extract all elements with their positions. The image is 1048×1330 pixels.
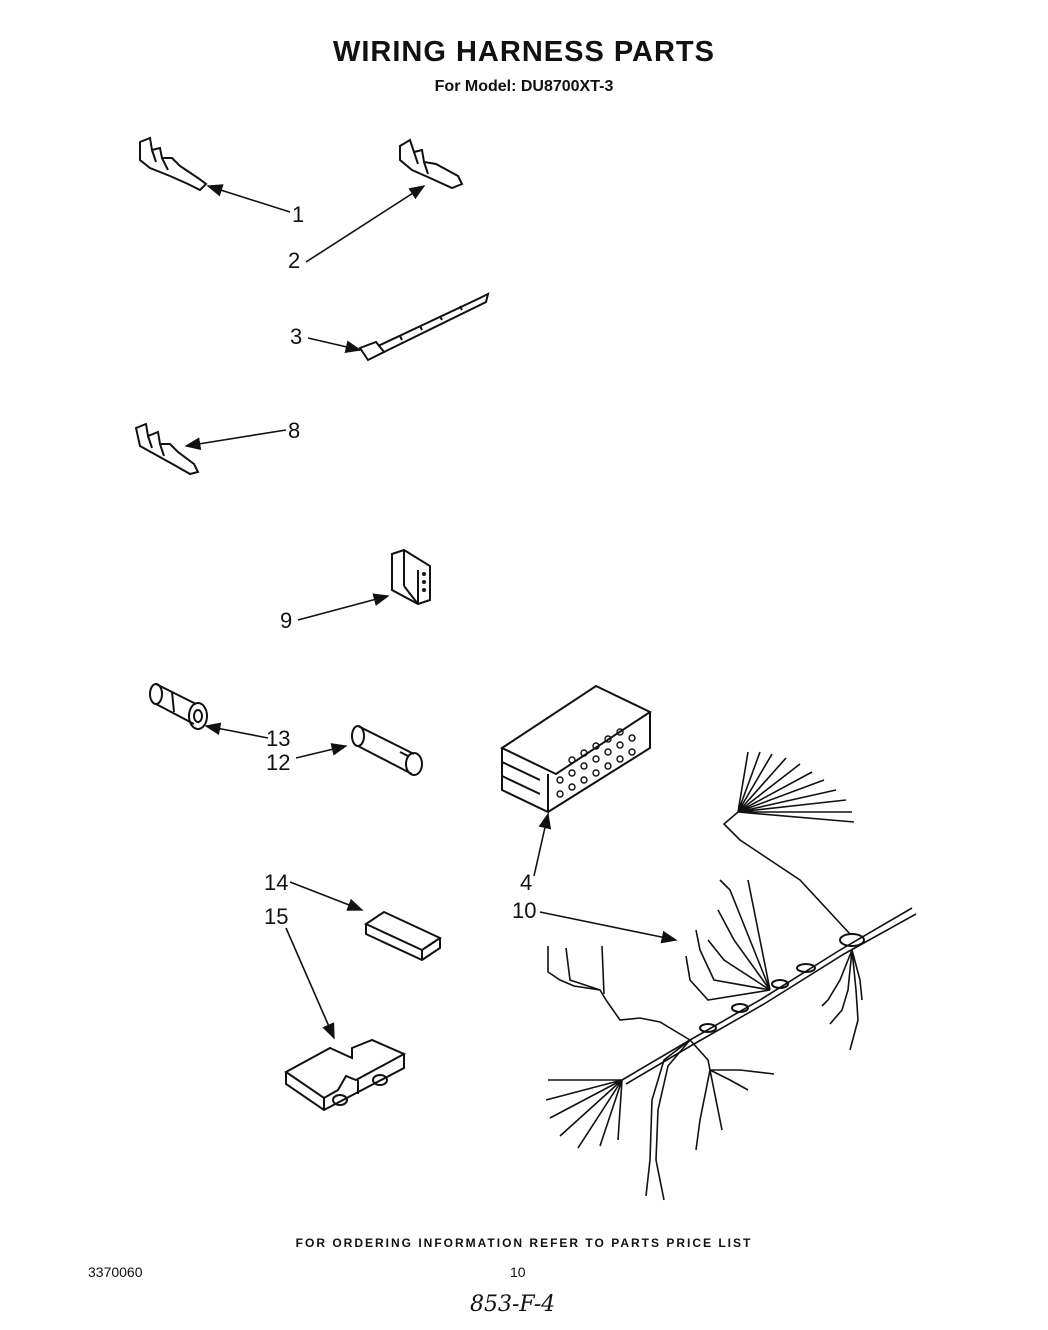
part-14-clip: [363, 910, 443, 962]
page-title: WIRING HARNESS PARTS: [333, 36, 715, 68]
page-number: 10: [510, 1264, 526, 1280]
leader-line-4: [533, 812, 552, 877]
leader-line-13: [204, 722, 269, 739]
part-13-sleeve: [149, 683, 208, 730]
part-12-splice-sleeve: [351, 725, 423, 776]
callout-2: 2: [288, 248, 300, 273]
part-15-connector-bracket: [284, 1038, 407, 1112]
leader-line-8: [184, 429, 287, 451]
part-9-connector-housing: [391, 548, 431, 606]
leader-line-15: [285, 927, 335, 1040]
callout-15: 15: [264, 904, 288, 929]
callout-9: 9: [280, 608, 292, 633]
callout-13: 13: [266, 726, 290, 751]
leader-line-9: [297, 593, 390, 621]
callout-10: 10: [512, 898, 536, 923]
ordering-note: FOR ORDERING INFORMATION REFER TO PARTS …: [295, 1236, 753, 1250]
leader-line-12: [295, 743, 348, 759]
handwritten-reference: 853-F-4: [470, 1292, 556, 1317]
part-1-terminal: [139, 136, 208, 192]
callout-1: 1: [292, 202, 304, 227]
leader-line-3: [307, 337, 362, 353]
callout-14: 14: [264, 870, 288, 895]
callout-8: 8: [288, 418, 300, 443]
part-4-connector-block: [499, 684, 653, 814]
part-3-cable-tie: [358, 292, 490, 362]
callout-4: 4: [520, 870, 532, 895]
part-8-terminal: [134, 422, 200, 476]
part-2-terminal: [399, 138, 464, 190]
leader-line-14: [289, 881, 364, 911]
model-subtitle: For Model: DU8700XT-3: [434, 78, 614, 95]
leader-line-1: [206, 184, 291, 213]
document-number: 3370060: [88, 1264, 143, 1280]
leader-line-2: [305, 185, 426, 263]
leader-line-10: [539, 911, 678, 944]
part-10-wiring-harness: [545, 751, 917, 1201]
callout-3: 3: [290, 324, 302, 349]
callout-12: 12: [266, 750, 290, 775]
